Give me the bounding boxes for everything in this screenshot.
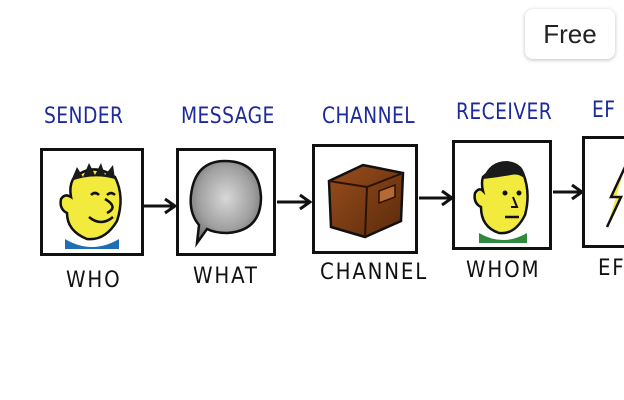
sender-frame [40, 148, 144, 256]
effect-frame [582, 136, 624, 248]
step-heading: EF [592, 98, 616, 123]
step-caption: WHO [66, 268, 122, 293]
arrow-icon [144, 197, 177, 215]
step-caption: EF [598, 256, 624, 281]
step-heading: MESSAGE [181, 104, 275, 129]
free-badge: Free [525, 9, 615, 59]
arrow-icon [419, 189, 454, 207]
step-caption: WHOM [466, 258, 541, 283]
step-heading: SENDER [44, 104, 124, 129]
arrow-icon [277, 193, 312, 211]
message-frame [176, 148, 276, 256]
channel-frame [312, 144, 418, 254]
step-heading: RECEIVER [456, 100, 553, 125]
step-caption: CHANNEL [320, 260, 429, 285]
arrow-icon [553, 183, 584, 201]
step-heading: CHANNEL [322, 104, 416, 129]
receiver-frame [452, 140, 552, 250]
step-caption: WHAT [193, 264, 259, 289]
